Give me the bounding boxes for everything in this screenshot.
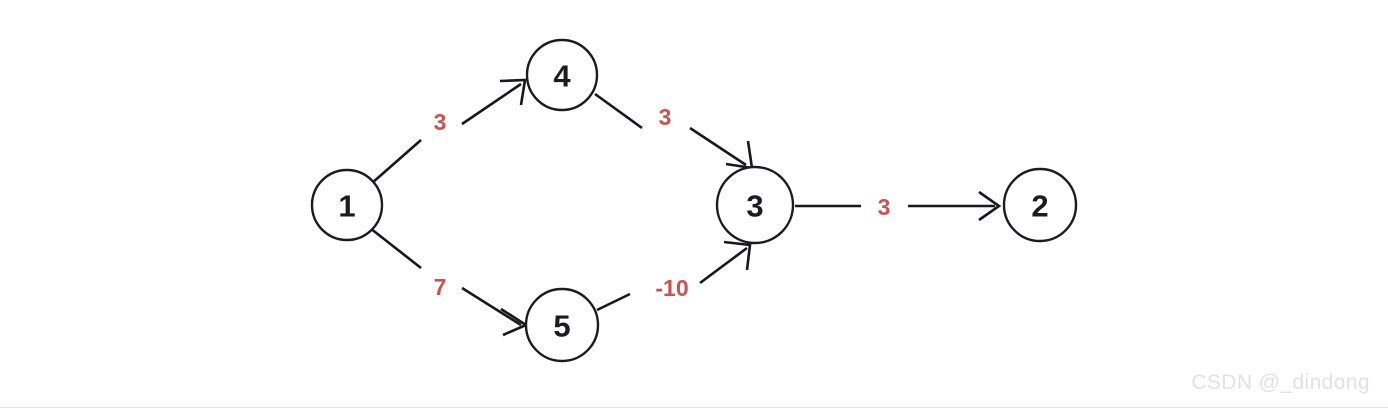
- node-3-circle: [715, 165, 795, 245]
- edge-1-to-5-segment-b: [461, 286, 522, 327]
- edge-1-to-4-segment-a: [371, 139, 422, 184]
- edge-4-to-3-segment-b: [689, 126, 747, 167]
- edge-weight-1-to-5: 7: [434, 274, 447, 300]
- edge-1-to-5-arrowhead: [500, 307, 529, 337]
- node-5-label: 5: [553, 309, 570, 344]
- edge-1-to-5-segment-a: [369, 226, 422, 270]
- node-3-label: 3: [746, 189, 763, 224]
- edge-1-to-4-segment-b: [461, 82, 522, 126]
- node-1[interactable]: 1: [310, 168, 384, 242]
- edge-4-to-3: [594, 92, 754, 170]
- node-2-circle: [1002, 167, 1078, 243]
- edge-4-to-3-segment-a: [594, 92, 643, 130]
- edge-3-to-2-arrowhead: [978, 190, 1002, 222]
- node-5-circle: [524, 287, 600, 363]
- edge-weight-5-to-3: -10: [655, 275, 688, 301]
- node-5[interactable]: 5: [524, 287, 600, 363]
- edge-weight-4-to-3: 3: [659, 104, 672, 130]
- node-3[interactable]: 3: [715, 165, 795, 245]
- node-1-label: 1: [338, 189, 355, 224]
- node-4-circle: [525, 38, 599, 112]
- node-1-circle: [310, 168, 384, 242]
- edge-weight-3-to-2: 3: [878, 194, 891, 220]
- edge-1-to-4: [371, 78, 527, 184]
- edge-3-to-2: [795, 190, 1002, 222]
- node-2-label: 2: [1031, 189, 1048, 224]
- node-2[interactable]: 2: [1002, 167, 1078, 243]
- node-4-label: 4: [553, 59, 571, 94]
- edge-5-to-3-segment-a: [596, 292, 631, 312]
- edge-5-to-3-arrowhead: [723, 240, 752, 271]
- csdn-watermark: CSDN @_dindong: [1191, 371, 1370, 394]
- node-4[interactable]: 4: [525, 38, 599, 112]
- edge-5-to-3: [596, 240, 752, 312]
- edge-weight-1-to-4: 3: [434, 109, 447, 135]
- edge-1-to-5: [369, 226, 529, 337]
- edge-1-to-4-arrowhead: [499, 78, 527, 106]
- edge-5-to-3-segment-b: [699, 246, 748, 285]
